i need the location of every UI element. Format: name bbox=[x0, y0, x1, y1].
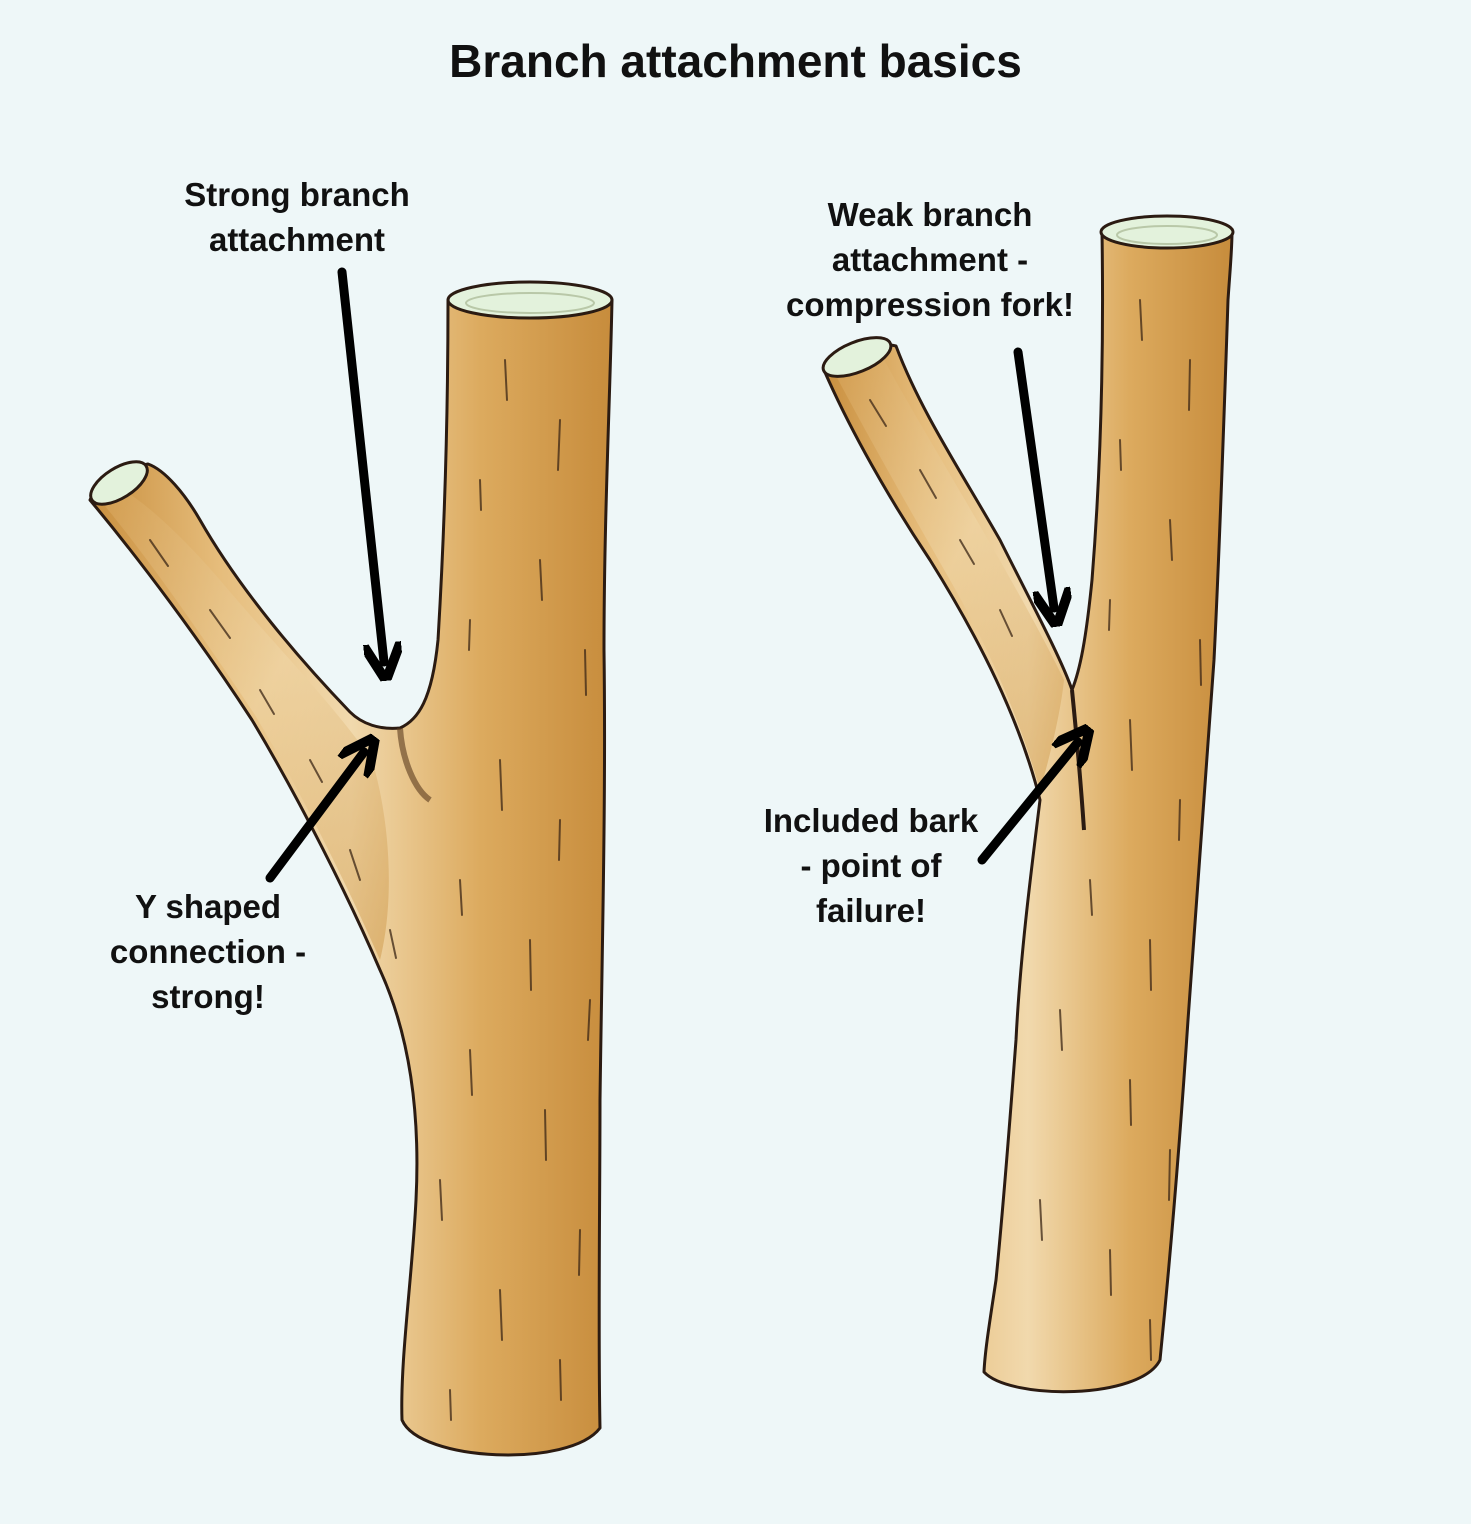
strong-fork-tree bbox=[88, 280, 614, 1457]
strong-attachment-line-2: attachment bbox=[208, 221, 386, 258]
included-bark-label: Included bark - point of failure! bbox=[750, 798, 992, 933]
weak-fork-tree bbox=[821, 214, 1235, 1394]
included-bark-line-2: - point of bbox=[800, 847, 942, 884]
included-bark-arrow bbox=[977, 742, 1078, 865]
y-shaped-line-1: Y shaped bbox=[134, 888, 282, 925]
weak-fork-branch-shade bbox=[834, 352, 1064, 790]
weak-fork-branch-cut bbox=[821, 336, 893, 378]
y-shaped-label: Y shaped connection - strong! bbox=[88, 884, 328, 1019]
strong-attachment-label: Strong branch attachment bbox=[150, 172, 444, 262]
y-shaped-line-2: connection - bbox=[109, 933, 307, 970]
weak-attachment-line-1: Weak branch bbox=[827, 196, 1033, 233]
weak-attachment-label: Weak branch attachment - compression for… bbox=[770, 192, 1090, 327]
strong-attachment-arrow bbox=[337, 267, 384, 662]
strong-fork-branch-cut bbox=[89, 460, 149, 506]
y-shaped-line-3: strong! bbox=[151, 978, 265, 1015]
weak-fork-trunk-cut bbox=[1099, 214, 1235, 250]
included-bark-line-1: Included bark bbox=[763, 802, 979, 839]
annotation-arrows bbox=[265, 267, 1078, 883]
y-shaped-arrow bbox=[265, 752, 364, 883]
weak-attachment-arrow bbox=[1013, 347, 1054, 608]
included-bark-line-3: failure! bbox=[815, 892, 927, 929]
page-title: Branch attachment basics bbox=[449, 35, 1022, 87]
weak-attachment-line-2: attachment - bbox=[831, 241, 1029, 278]
strong-fork-trunk-cut bbox=[446, 280, 614, 320]
strong-fork-branch-shade bbox=[100, 488, 389, 960]
strong-attachment-line-1: Strong branch bbox=[184, 176, 410, 213]
weak-attachment-line-3: compression fork! bbox=[786, 286, 1074, 323]
